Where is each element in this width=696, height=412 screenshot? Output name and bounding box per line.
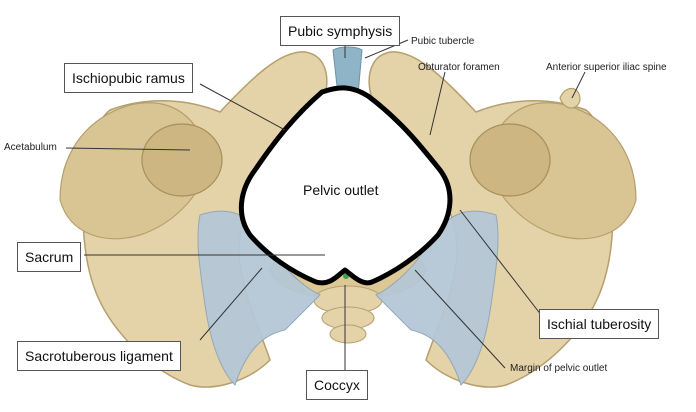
label-margin-of-pelvic-outlet: Margin of pelvic outlet: [510, 363, 608, 374]
right-acetabulum: [469, 123, 551, 197]
label-sacrum: Sacrum: [17, 242, 82, 272]
left-acetabulum: [141, 123, 223, 197]
label-sacrotuberous-ligament: Sacrotuberous ligament: [17, 341, 181, 371]
label-anterior-superior-iliac-spine: Anterior superior iliac spine: [546, 62, 667, 73]
label-coccyx: Coccyx: [306, 370, 368, 400]
pelvic-outlet-margin: [238, 85, 453, 286]
label-pelvic-outlet: Pelvic outlet: [303, 182, 379, 198]
label-pubic-symphysis: Pubic symphysis: [280, 16, 401, 46]
label-ischiopubic-ramus: Ischiopubic ramus: [64, 63, 193, 93]
label-obturator-foramen: Obturator foramen: [418, 62, 500, 73]
label-pubic-tubercle: Pubic tubercle: [411, 36, 475, 47]
right-asis: [559, 87, 581, 109]
label-ischial-tuberosity: Ischial tuberosity: [539, 309, 660, 339]
leader-lines: [65, 39, 586, 370]
coccyx-bone: [313, 285, 383, 344]
label-acetabulum: Acetabulum: [4, 142, 57, 153]
